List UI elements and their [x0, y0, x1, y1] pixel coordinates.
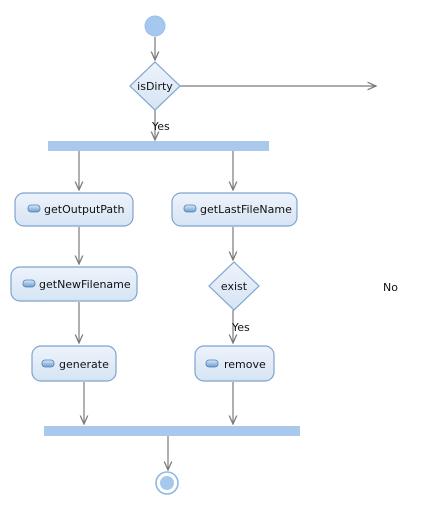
action-getlastfilename-label: getLastFileName [200, 203, 292, 216]
action-box [194, 345, 275, 382]
action-icon [41, 359, 55, 368]
action-box [10, 266, 138, 302]
decision-exist[interactable]: exist [208, 261, 260, 311]
decision-diamond [208, 261, 260, 311]
action-getoutputpath-label: getOutputPath [44, 203, 124, 216]
action-box [171, 192, 298, 227]
join-bar[interactable] [44, 426, 300, 436]
final-node[interactable] [155, 471, 179, 495]
edge-label-yes-isdirty: Yes [151, 120, 170, 133]
edge-label-yes-exist: Yes [231, 321, 250, 334]
final-node-core [160, 476, 174, 490]
edge-label-no-isdirty: No [383, 281, 398, 294]
decision-diamond [129, 61, 181, 111]
action-box [31, 345, 117, 382]
action-icon [205, 359, 219, 368]
action-getnewfilename[interactable]: getNewFilename [10, 266, 138, 302]
action-getoutputpath[interactable]: getOutputPath [14, 192, 134, 227]
edges [79, 37, 376, 470]
fork-bar[interactable] [48, 141, 269, 151]
action-remove-label: remove [224, 358, 266, 371]
action-getlastfilename[interactable]: getLastFileName [171, 192, 298, 227]
action-remove[interactable]: remove [194, 345, 275, 382]
action-getnewfilename-label: getNewFilename [39, 278, 131, 291]
action-icon [183, 204, 197, 213]
initial-node[interactable] [144, 15, 166, 37]
action-box [14, 192, 134, 227]
action-icon [27, 204, 41, 213]
action-icon [22, 279, 36, 288]
decision-isdirty[interactable]: isDirty [129, 61, 181, 111]
action-generate-label: generate [59, 358, 109, 371]
decision-isdirty-label: isDirty [137, 80, 173, 93]
action-generate[interactable]: generate [31, 345, 117, 382]
decision-exist-label: exist [221, 280, 248, 293]
